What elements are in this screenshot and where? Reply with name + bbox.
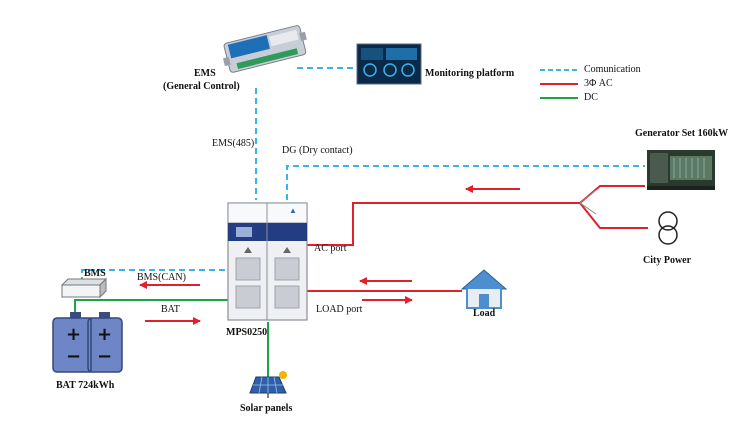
legend: [540, 69, 578, 99]
bms-can-label: BMS(CAN): [137, 272, 186, 283]
battery-plus-right: +: [97, 324, 113, 345]
house-icon: [460, 269, 508, 309]
solar-panel-icon: [249, 371, 287, 398]
ac-lines: [307, 185, 648, 292]
bms-device-icon: [60, 277, 108, 299]
legend-dc-label: DC: [584, 92, 598, 103]
ems-title: EMS: [194, 68, 216, 79]
mps-cabinet: [227, 202, 308, 321]
solar-label: Solar panels: [240, 403, 293, 414]
battery-plus-left: +: [66, 324, 82, 345]
communication-lines: [81, 67, 645, 283]
load-label: Load: [473, 308, 496, 319]
city-power-branch-line: [579, 202, 648, 229]
legend-ac-label: 3Φ AC: [584, 78, 613, 89]
splitter-ticks: [579, 189, 597, 215]
dg-label: DG (Dry contact): [282, 145, 353, 156]
mps-label: MPS0250: [226, 327, 268, 338]
battery-label: BAT 724kWh: [56, 380, 115, 391]
mps-logo: ▲: [289, 206, 297, 215]
monitoring-platform-label: Monitoring platform: [425, 68, 515, 79]
ems485-label: EMS(485): [212, 138, 255, 149]
load-port-label: LOAD port: [316, 304, 363, 315]
monitoring-platform-icon: [356, 43, 422, 85]
legend-comm-label: Comunication: [584, 64, 641, 75]
generator-set-icon: [647, 150, 715, 190]
bat-label: BAT: [161, 304, 180, 315]
battery-minus-right: −: [97, 346, 113, 367]
battery-icon: [52, 312, 123, 373]
battery-minus-left: −: [66, 346, 82, 367]
transformer-icon: [658, 211, 678, 245]
ems-device-icon: [222, 25, 307, 73]
generator-label: Generator Set 160kW: [635, 128, 729, 139]
flow-arrows: [139, 185, 520, 325]
ac-port-line: [307, 202, 580, 246]
ac-port-label: AC port: [314, 243, 347, 254]
battery-dc-line: [74, 299, 228, 318]
bms-label: BMS: [84, 268, 106, 279]
dg-dry-contact-link: [286, 165, 645, 200]
city-power-label: City Power: [643, 255, 692, 266]
ems-subtitle: (General Control): [163, 81, 240, 92]
